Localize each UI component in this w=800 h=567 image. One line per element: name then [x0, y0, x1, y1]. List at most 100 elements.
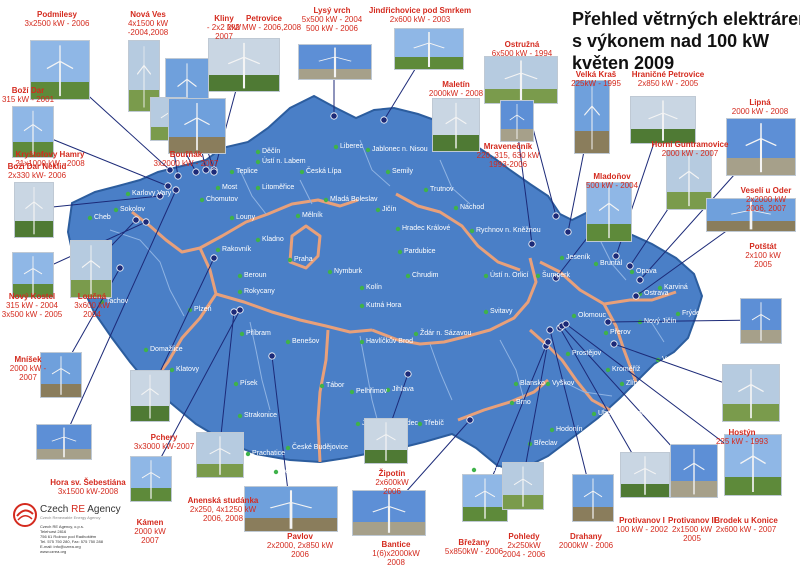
photo-ostruzna[interactable] — [484, 56, 558, 104]
photo-loucna[interactable] — [70, 240, 112, 298]
marker-drahany[interactable] — [546, 326, 554, 334]
leader-bozi-dar — [31, 130, 169, 187]
marker-jindrichovice-pod-smrkem[interactable] — [380, 116, 388, 124]
photo-horni-guntramovice[interactable] — [666, 150, 712, 210]
photo-hranicne-petrovice[interactable] — [630, 96, 696, 144]
city-label: Příbram — [246, 330, 271, 337]
photo-pohledy[interactable] — [502, 462, 544, 510]
city-label: Jeseník — [566, 254, 591, 261]
plant-name: Lysý vrch — [313, 6, 351, 15]
marker-potstat[interactable] — [604, 318, 612, 326]
marker-pchery[interactable] — [210, 254, 218, 262]
photo-zipotin[interactable] — [364, 418, 408, 464]
plant-name: Žipotín — [378, 469, 406, 478]
plant-name: Horní Guntramovice — [651, 140, 729, 149]
marker-bozi-dar[interactable] — [164, 182, 172, 190]
marker-veseli-u-oder[interactable] — [632, 292, 640, 300]
photo-maletin[interactable] — [432, 98, 480, 152]
marker-loucna[interactable] — [132, 216, 140, 224]
photo-potstat[interactable] — [740, 298, 782, 344]
city-label: Sokolov — [120, 206, 145, 213]
marker-brodek-u-konice[interactable] — [562, 320, 570, 328]
marker-zipotin[interactable] — [404, 370, 412, 378]
marker-kamen[interactable] — [236, 306, 244, 314]
marker-anenska-studanka[interactable] — [230, 308, 238, 316]
marker-bozi-dar-neklid[interactable] — [156, 192, 164, 200]
marker-hranicne-petrovice[interactable] — [612, 252, 620, 260]
marker-velka-kras[interactable] — [564, 228, 572, 236]
city-dot — [87, 215, 93, 221]
plant-capacity: 21x1000 kW - 2008 — [15, 159, 85, 168]
photo-brezany[interactable] — [462, 474, 508, 522]
marker-hostyn[interactable] — [610, 340, 618, 348]
city-dot — [397, 249, 403, 255]
photo-bournak[interactable] — [168, 98, 226, 154]
marker-mladonov[interactable] — [552, 274, 560, 282]
photo-mladonov[interactable] — [586, 182, 632, 242]
plant-name: Protivanov II — [667, 516, 717, 525]
marker-pohledy[interactable] — [544, 338, 552, 346]
photo-novy-kostel[interactable] — [12, 252, 54, 298]
marker-bantice[interactable] — [466, 416, 474, 424]
photo-anenska-studanka[interactable] — [196, 432, 244, 478]
agency-tagline: Czech Renewable Energy Agency — [40, 515, 101, 520]
photo-hora-sv-sebestiana[interactable] — [36, 424, 92, 460]
photo-bantice[interactable] — [352, 490, 426, 536]
photo-kamen[interactable] — [130, 456, 172, 502]
photo-jindrichovice-pod-smrkem[interactable] — [394, 28, 464, 70]
marker-mravenecnik[interactable] — [528, 240, 536, 248]
photo-mnisek[interactable] — [40, 352, 82, 398]
wind-turbine-icon — [51, 356, 71, 395]
marker-podmilesy[interactable] — [166, 166, 174, 174]
marker-ostruzna[interactable] — [552, 212, 560, 220]
wind-turbine-icon — [584, 86, 600, 150]
photo-protivanov-i[interactable] — [620, 452, 670, 498]
plant-name: Hora sv. Šebestiána — [50, 478, 126, 487]
city-label: Strakonice — [244, 412, 278, 419]
photo-lipna[interactable] — [726, 118, 796, 176]
photo-mravenecnik[interactable] — [500, 100, 534, 142]
city-label: Jablonec n. Nisou — [372, 146, 428, 153]
photo-podmilesy[interactable] — [30, 40, 90, 100]
plant-capacity: 6x500 kW - 1994 — [491, 49, 553, 58]
photo-protivanov-ii[interactable] — [670, 444, 718, 498]
photo-hostyn[interactable] — [722, 364, 780, 422]
marker-bournak[interactable] — [202, 166, 210, 174]
district-borders — [109, 139, 665, 431]
photo-veseli-u-oder[interactable] — [706, 198, 796, 232]
city-dot — [273, 469, 279, 475]
marker-horni-guntramovice[interactable] — [626, 262, 634, 270]
photo-brodek-u-konice[interactable] — [724, 434, 782, 496]
marker-mnisek[interactable] — [116, 264, 124, 272]
marker-novy-kostel[interactable] — [142, 218, 150, 226]
photo-velka-kras[interactable] — [574, 80, 610, 154]
photo-drahany[interactable] — [572, 474, 614, 522]
marker-lysy-vrch[interactable] — [330, 112, 338, 120]
plant-name: Kryštofovy Hamry — [15, 150, 85, 159]
marker-petrovice[interactable] — [210, 168, 218, 176]
city-dot — [483, 273, 489, 279]
wind-turbine-icon — [413, 32, 445, 67]
city-dot — [245, 451, 251, 457]
city-dot — [319, 383, 325, 389]
wind-turbine-icon — [51, 427, 77, 458]
city-dot — [471, 467, 477, 473]
photo-pchery[interactable] — [130, 370, 170, 422]
marker-hora-sv-sebestiana[interactable] — [172, 186, 180, 194]
wind-turbine-icon — [513, 466, 533, 507]
photo-nova-ves[interactable] — [128, 40, 160, 112]
photo-bozi-dar[interactable] — [12, 106, 54, 158]
photo-lysy-vrch[interactable] — [298, 44, 372, 80]
photo-petrovice[interactable] — [208, 38, 280, 92]
marker-nova-ves[interactable] — [192, 168, 200, 176]
photo-pavlov[interactable] — [244, 486, 338, 532]
marker-lipna[interactable] — [636, 276, 644, 284]
city-label: Ždár n. Sázavou — [420, 330, 472, 337]
photo-bozi-dar-neklid[interactable] — [14, 182, 54, 238]
marker-pavlov[interactable] — [268, 352, 276, 360]
marker-krystofovy-hamry[interactable] — [174, 172, 182, 180]
